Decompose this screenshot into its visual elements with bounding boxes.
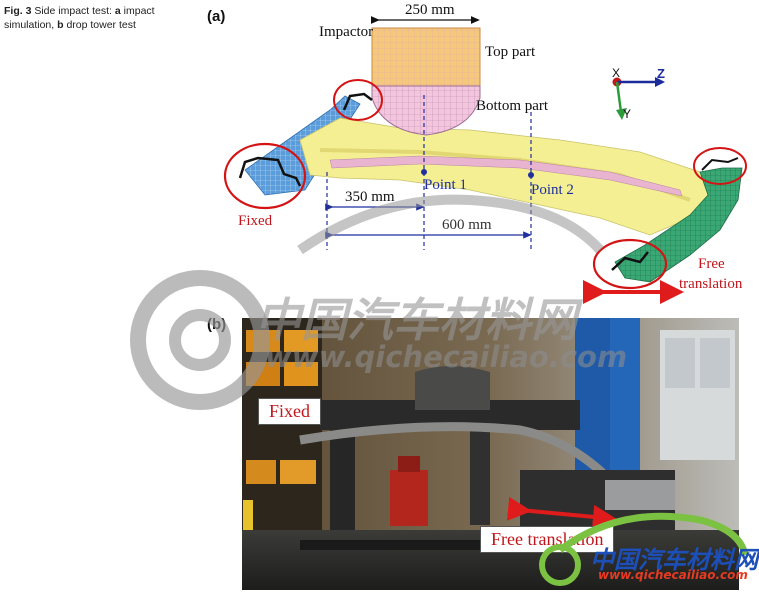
bottom-part-label: Bottom part (476, 98, 549, 114)
impactor-bottom-part (371, 85, 481, 136)
translation-label: translation (679, 276, 743, 292)
free-end-ellipse (693, 147, 747, 185)
caption-b-label: b (57, 19, 64, 31)
caption-text-3: drop tower test (63, 19, 136, 31)
watermark-cn: 中国汽车材料网 (255, 293, 577, 347)
caption-text-2: impact simulation, (4, 5, 155, 31)
axis-y-label: Y (623, 107, 632, 121)
watermark-cn-small: 中国汽车材料网 (590, 546, 758, 574)
caption-a-label: a (114, 5, 121, 17)
photo-fixed-label: Fixed (258, 398, 322, 425)
fixed-end-ellipse (223, 142, 307, 210)
point-1-label: Point 1 (424, 177, 467, 193)
dimension-600mm: 600 mm (442, 217, 492, 233)
axis-z-label: Z (657, 66, 665, 81)
figure-label: Fig. 3 (4, 5, 32, 17)
free-label: Free (698, 256, 725, 272)
fixed-label: Fixed (238, 213, 273, 229)
panel-b-label: (b) (207, 316, 227, 333)
impactor-label: Impactor (319, 24, 374, 40)
beam-pink-strip (329, 155, 683, 197)
dimension-250mm: 250 mm (405, 2, 455, 18)
dimension-350mm: 350 mm (345, 189, 395, 205)
axis-x-label: X (612, 66, 621, 80)
watermark-url-small: www.qichecailiao.com (598, 568, 748, 582)
top-part-label: Top part (485, 44, 536, 60)
caption-text-1: Side impact test: (34, 5, 115, 17)
beam-yellow-body (299, 117, 721, 236)
impactor-top-part (371, 27, 481, 87)
figure-caption: Fig. 3 Side impact test: a impact simula… (4, 4, 194, 32)
impact-zone-ellipse (333, 79, 383, 121)
panel-a-label: (a) (207, 8, 226, 25)
point-2-label: Point 2 (531, 182, 574, 198)
watermark-url: www.qichecailiao.com (265, 340, 628, 374)
